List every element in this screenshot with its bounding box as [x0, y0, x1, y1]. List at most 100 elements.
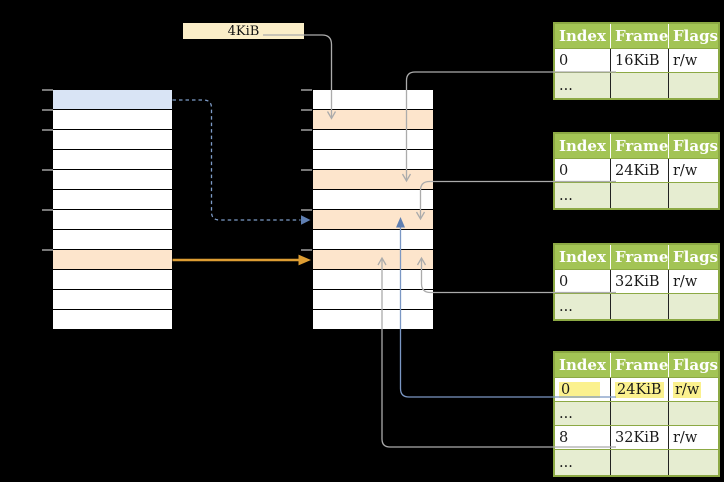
flags-cell	[668, 294, 718, 319]
address-tick	[42, 129, 53, 131]
frame-cell	[610, 450, 668, 475]
page-table-3: Index Frame Flags 0 32KiB r/w ...	[553, 243, 720, 321]
column-header-index: Index	[559, 137, 606, 155]
page-size-label: 4KiB	[227, 23, 260, 39]
arrowhead-right-orange-icon	[298, 254, 311, 266]
address-tick	[42, 109, 53, 111]
index-cell: ...	[555, 402, 610, 425]
memory-row-peach	[313, 210, 433, 230]
frame-cell	[610, 294, 668, 319]
column-header-flags: Flags	[668, 245, 718, 269]
flags-cell: r/w	[668, 270, 718, 293]
address-tick	[42, 209, 53, 211]
address-tick	[42, 169, 53, 171]
page-table-2: Index Frame Flags 0 24KiB r/w ...	[553, 132, 720, 210]
memory-row-white	[313, 230, 433, 250]
address-tick	[301, 109, 312, 111]
page-size-label-box: 4KiB	[182, 22, 305, 40]
column-header-frame: Frame	[610, 353, 668, 377]
flags-cell: r/w	[668, 49, 718, 72]
frame-cell	[610, 183, 668, 208]
arrowhead-right-blue-icon	[301, 215, 311, 225]
left-memory-column	[53, 90, 172, 330]
address-tick	[42, 249, 53, 251]
frame-cell: 32KiB	[610, 426, 668, 449]
highlighted-value: r/w	[673, 381, 702, 398]
page-table-4: Index Frame Flags 0 24KiB r/w ... 8 32Ki…	[553, 351, 720, 477]
highlighted-value: 24KiB	[615, 381, 664, 398]
table-row-ellipsis: ...	[555, 293, 718, 319]
memory-row-white	[53, 210, 172, 230]
table-row: 0 24KiB r/w	[555, 158, 718, 182]
flags-cell	[668, 402, 718, 425]
frame-cell	[610, 402, 668, 425]
table-row: 0 16KiB r/w	[555, 48, 718, 72]
frame-cell: 16KiB	[610, 49, 668, 72]
index-cell: 0	[555, 270, 610, 293]
flags-cell: r/w	[668, 378, 718, 401]
memory-row-white	[313, 310, 433, 330]
memory-row-white	[53, 290, 172, 310]
table-row-ellipsis: ...	[555, 401, 718, 425]
table-row-highlighted: 0 24KiB r/w	[555, 377, 718, 401]
table-row-ellipsis: ...	[555, 72, 718, 98]
memory-row-blue	[53, 90, 172, 110]
index-cell: 0	[555, 378, 610, 401]
memory-row-white	[53, 190, 172, 210]
column-header-frame: Frame	[610, 24, 668, 48]
memory-row-peach	[313, 170, 433, 190]
memory-row-white	[313, 90, 433, 110]
memory-row-white	[53, 110, 172, 130]
memory-row-white	[53, 170, 172, 190]
index-cell: ...	[555, 294, 610, 319]
memory-row-white	[313, 130, 433, 150]
address-tick	[301, 169, 312, 171]
page-table-1: Index Frame Flags 0 16KiB r/w ...	[553, 22, 720, 100]
address-tick	[301, 249, 312, 251]
frame-cell: 24KiB	[610, 159, 668, 182]
column-header-index: Index	[559, 356, 606, 374]
index-cell: ...	[555, 73, 610, 98]
page-table-2-header: Index Frame Flags	[555, 134, 718, 158]
frame-cell: 32KiB	[610, 270, 668, 293]
column-header-flags: Flags	[668, 24, 718, 48]
flags-cell: r/w	[668, 159, 718, 182]
memory-row-white	[53, 270, 172, 290]
index-cell: ...	[555, 450, 610, 475]
index-cell: 0	[555, 159, 610, 182]
memory-row-white	[313, 150, 433, 170]
flags-cell	[668, 73, 718, 98]
frame-cell: 24KiB	[610, 378, 668, 401]
highlighted-value: 0	[559, 381, 601, 398]
address-tick	[42, 89, 53, 91]
memory-row-white	[53, 150, 172, 170]
table-row-ellipsis: ...	[555, 449, 718, 475]
page-table-1-header: Index Frame Flags	[555, 24, 718, 48]
column-header-index: Index	[559, 248, 606, 266]
flags-cell	[668, 450, 718, 475]
table-row: 8 32KiB r/w	[555, 425, 718, 449]
memory-row-white	[313, 190, 433, 210]
frame-cell	[610, 73, 668, 98]
column-header-frame: Frame	[610, 134, 668, 158]
column-header-flags: Flags	[668, 353, 718, 377]
memory-row-white	[53, 310, 172, 330]
address-tick	[301, 209, 312, 211]
memory-row-peach	[313, 250, 433, 270]
address-tick	[301, 89, 312, 91]
page-table-4-header: Index Frame Flags	[555, 353, 718, 377]
memory-row-peach	[53, 250, 172, 270]
index-cell: ...	[555, 183, 610, 208]
memory-row-peach	[313, 110, 433, 130]
middle-memory-column	[313, 90, 433, 330]
page-table-3-header: Index Frame Flags	[555, 245, 718, 269]
arrow-dashed-virtual-to-physical	[172, 99, 301, 221]
table-row-ellipsis: ...	[555, 182, 718, 208]
memory-row-white	[53, 230, 172, 250]
memory-row-white	[313, 270, 433, 290]
memory-row-white	[53, 130, 172, 150]
table-row: 0 32KiB r/w	[555, 269, 718, 293]
column-header-index: Index	[559, 27, 606, 45]
address-tick	[301, 129, 312, 131]
